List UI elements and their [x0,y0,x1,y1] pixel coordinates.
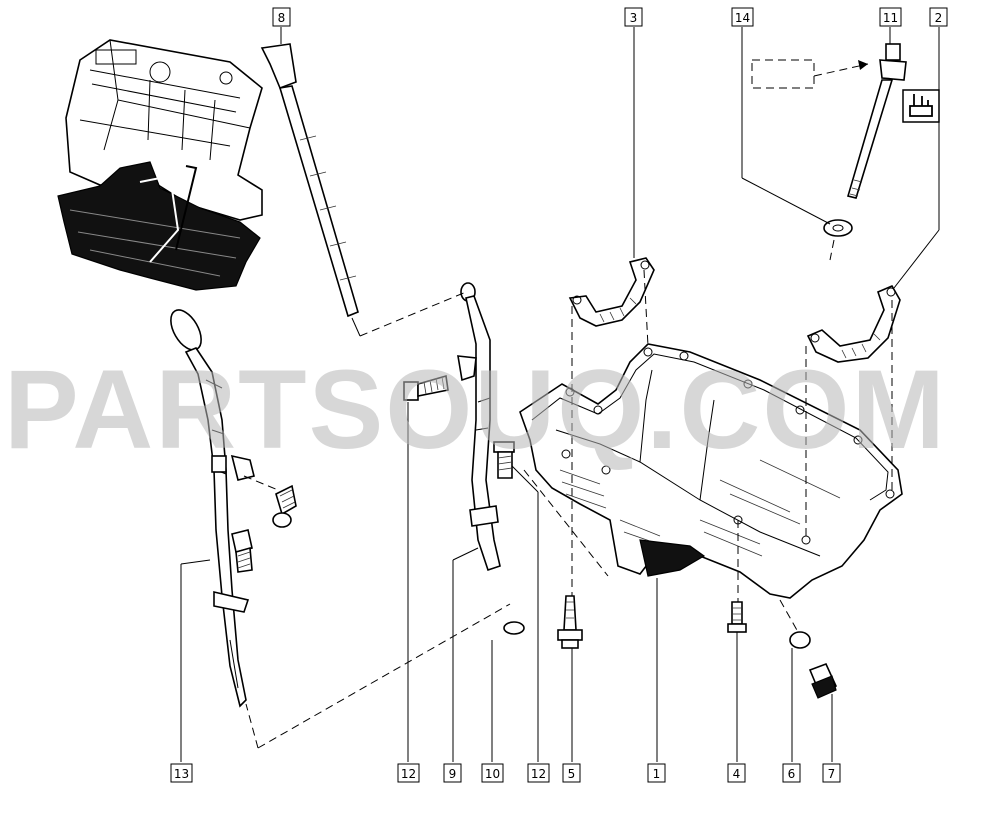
callout-13: 13 [170,763,193,783]
dipstick-guide-tube-13 [170,309,297,708]
dashed-assembly-lines [243,239,893,749]
bolt-part-5 [557,595,583,649]
callout-label: 2 [935,11,943,25]
dipstick-tube-9 [457,282,501,572]
seal-washer-part-14 [823,219,853,237]
watermark-text: PARTSOUQ.COM [4,347,947,472]
callout-7: 7 [822,763,841,783]
callout-label: 3 [630,11,638,25]
callout-label: 7 [828,767,836,781]
engine-overview-illustration [57,39,263,291]
oil-can-sensor-icon [902,89,940,123]
callout-label: 11 [883,11,898,25]
callout-8: 8 [272,7,291,27]
oil-level-sensor-part-11 [846,43,907,199]
drain-plug-washer-part-6 [789,631,811,649]
bracket-part-3 [568,257,655,327]
drain-plug-part-7 [808,662,838,699]
dipstick-part-8 [260,43,361,337]
callout-label: 12 [531,767,546,781]
callout-1: 1 [647,763,666,783]
callout-label: 13 [174,767,189,781]
callout-6: 6 [782,763,801,783]
callout-label: 4 [733,767,741,781]
callout-10: 10 [481,763,504,783]
callout-12-right: 12 [527,763,550,783]
callout-11: 11 [879,7,902,27]
callout-4: 4 [727,763,746,783]
reference-box [751,59,815,89]
callout-label: 12 [401,767,416,781]
callout-label: 9 [449,767,457,781]
callout-label: 8 [278,11,286,25]
callout-label: 6 [788,767,796,781]
bolt-part-4 [727,601,747,633]
callout-5: 5 [562,763,581,783]
bracket-part-2 [806,284,901,363]
callout-label: 5 [568,767,576,781]
callout-label: 14 [735,11,750,25]
callout-14: 14 [731,7,754,27]
leader-lines [180,27,940,762]
callout-12-left: 12 [397,763,420,783]
callout-2: 2 [929,7,948,27]
washer-part-10 [503,621,525,635]
callout-label: 10 [485,767,500,781]
callout-3: 3 [624,7,643,27]
callout-label: 1 [653,767,661,781]
bolt-part-12 [403,374,515,479]
callout-9: 9 [443,763,462,783]
